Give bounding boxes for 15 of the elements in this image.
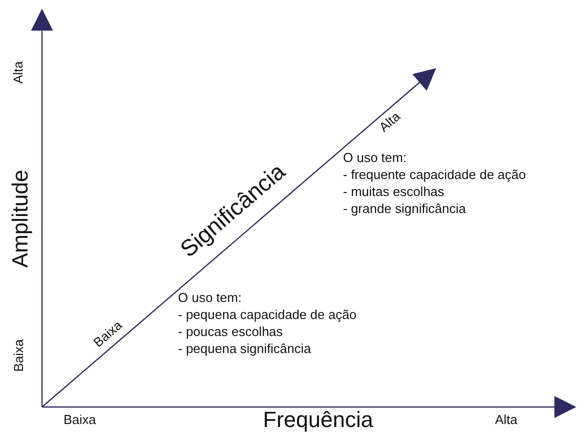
axis-title: Amplitude	[7, 169, 33, 268]
axis-title: Frequência	[263, 406, 374, 432]
scale-label: Baixa	[11, 338, 26, 372]
scale-label: Alta	[12, 60, 27, 84]
note-text: - muitas escolhas	[343, 185, 444, 200]
scale-label: Alta	[495, 412, 518, 428]
scale-label: Baixa	[64, 412, 96, 428]
note-text: - frequente capacidade de ação	[343, 168, 526, 183]
note-text: - pequena significância	[178, 342, 311, 357]
note-text: O uso tem:	[343, 151, 407, 166]
note-text: - poucas escolhas	[178, 325, 283, 340]
note-text: O uso tem:	[178, 291, 242, 306]
note-text: - grande significância	[343, 202, 466, 217]
scale-label: Alta	[376, 109, 404, 135]
note-text: - pequena capacidade de ação	[178, 308, 357, 323]
